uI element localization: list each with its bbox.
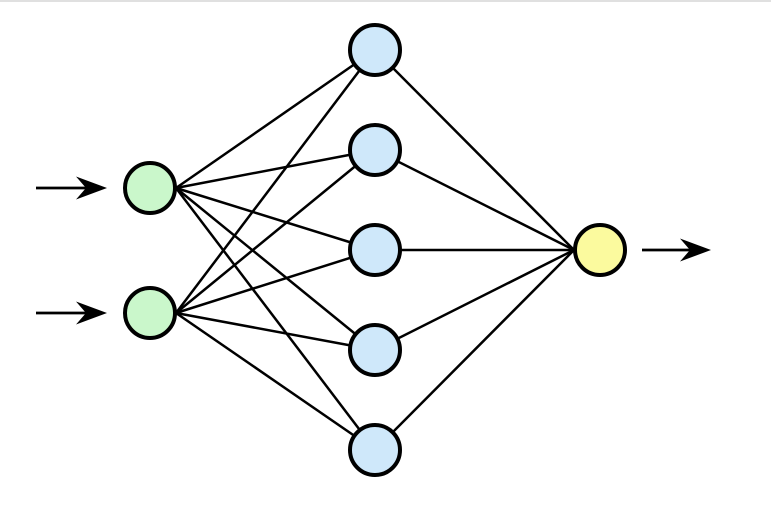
- hidden-4-node: [348, 423, 402, 477]
- edge-input-0-to-hidden-4: [175, 187, 376, 451]
- edge-input-0-to-hidden-1: [175, 148, 376, 190]
- edge-input-1-to-hidden-1: [175, 149, 376, 314]
- edge-input-1-to-hidden-2: [175, 248, 376, 315]
- edge-input-0-to-hidden-0: [175, 48, 376, 190]
- edge-input-1-to-hidden-0: [175, 49, 376, 314]
- input-0-node: [123, 161, 177, 215]
- output-arrow-head-icon: [680, 238, 711, 262]
- hidden-3-node: [348, 323, 402, 377]
- hidden-1-node: [348, 123, 402, 177]
- edge-input-0-to-hidden-2: [175, 186, 376, 252]
- input-arrow-2-head-icon: [76, 301, 107, 325]
- input-1-node: [123, 286, 177, 340]
- top-border-line: [0, 0, 771, 2]
- edge-hidden-4-to-output-0: [374, 249, 575, 451]
- hidden-2-node: [348, 223, 402, 277]
- edge-input-1-to-hidden-4: [175, 311, 376, 452]
- input-arrow-1-head-icon: [76, 176, 107, 200]
- edge-hidden-3-to-output-0: [374, 248, 575, 352]
- edge-input-0-to-hidden-3: [175, 187, 376, 351]
- edge-input-1-to-hidden-3: [175, 311, 376, 352]
- output-0-node: [573, 223, 627, 277]
- hidden-0-node: [348, 23, 402, 77]
- edge-hidden-0-to-output-0: [374, 49, 575, 251]
- edge-hidden-1-to-output-0: [374, 148, 575, 252]
